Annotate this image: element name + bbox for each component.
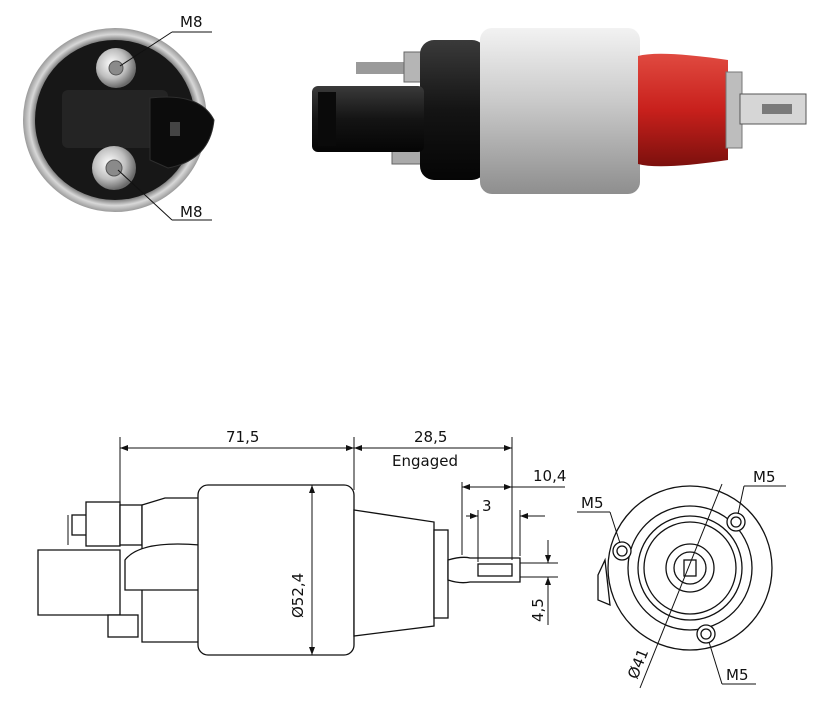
housing-outline [197,484,355,656]
washer-outline [119,504,143,546]
collar-outline [433,529,449,619]
terminal-outline [597,557,611,607]
cap-dome-outline [124,543,201,591]
slot-outline [477,563,513,577]
end-view-drawing: M5 M5 M5 Ø41 [577,468,786,689]
side-photo [312,28,807,194]
connector-face [318,92,336,146]
dim-diameter: Ø52,4 [289,573,307,618]
mount-hole-bore [616,545,628,557]
plunger-tab [739,93,807,125]
dim-stroke-note: Engaged [392,452,458,470]
terminal-cap [420,40,486,180]
dim-tab: 4,5 [529,598,547,622]
label-m8-top: M8 [180,13,203,31]
bolt-head-icon [105,159,123,177]
bolt-head-icon [108,60,124,76]
dim-length: 71,5 [226,428,259,446]
leader-line [737,485,745,515]
dim-bolt-circle: Ø41 [624,646,652,681]
dim-stroke: 28,5 [414,428,447,446]
solenoid-housing [480,28,640,194]
leader-line [119,31,173,67]
side-drawing: 71,5 28,5 Engaged 10,4 3 Ø52,4 4,5 [37,428,566,656]
terminal-block [62,90,168,148]
connector-housing [312,86,424,152]
dimension-line-bolt-circle [639,483,723,689]
plunger-slot [762,104,792,114]
leader-line [708,641,723,685]
mount-hole-bore [730,516,742,528]
plunger-boot-outline [353,509,435,637]
connector-pin [170,122,180,136]
label-m5-bottom: M5 [726,666,749,684]
nut-bottom-outline [107,614,139,638]
mount-hole-bore [700,628,712,640]
leader-line [117,169,173,221]
arrow-icon [545,555,551,585]
label-m5-right: M5 [753,468,776,486]
label-m5-left: M5 [581,494,604,512]
dim-slot: 3 [482,497,492,515]
connector-plug [149,96,215,169]
connector-outline [37,549,121,616]
label-m8-bottom: M8 [180,203,203,221]
nut-top-outline [85,501,121,547]
front-photo: M8 M8 [23,13,215,221]
dim-plunger: 10,4 [533,467,566,485]
leader-line [609,511,621,544]
arrow-icon [470,513,528,519]
plunger-cap-red [638,53,728,167]
